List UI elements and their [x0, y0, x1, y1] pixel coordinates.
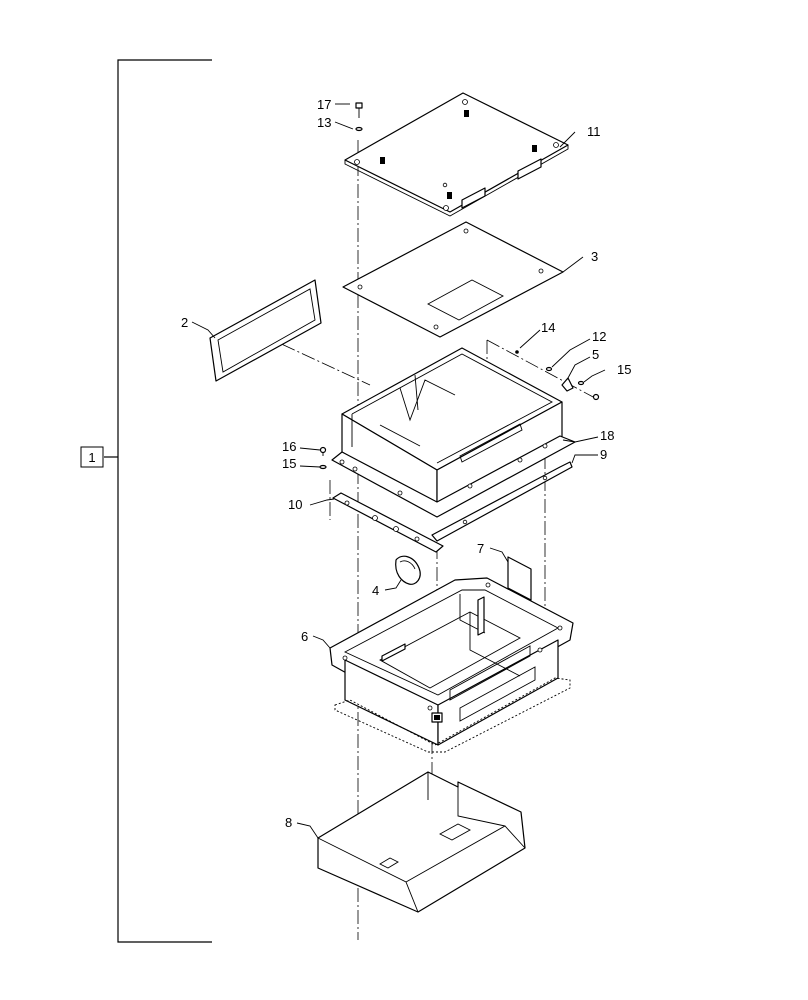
callout-box-1	[80, 446, 104, 468]
callout-10: 10	[288, 497, 302, 512]
callout-2: 2	[181, 315, 188, 330]
assembly-bracket	[80, 59, 212, 943]
callout-5: 5	[592, 347, 599, 362]
callout-7: 7	[477, 541, 484, 556]
callout-8: 8	[285, 815, 292, 830]
callout-4: 4	[372, 583, 379, 598]
callout-17: 17	[317, 97, 331, 112]
part-4-cap	[395, 555, 421, 585]
part-9-flange-strip	[431, 461, 573, 542]
callout-16: 16	[282, 439, 296, 454]
part-2-seal-frame	[209, 279, 322, 382]
optional-gasket-outline	[334, 677, 571, 753]
callout-13: 13	[317, 115, 331, 130]
part-15-washer-right	[577, 380, 600, 401]
part-15-washer-left	[319, 464, 327, 470]
callout-labels: 1 2 3 4 5 6 7 8 9 10 11 12 13 14 15 15 1…	[88, 97, 631, 830]
part-6-base-tray	[329, 577, 574, 746]
callout-14: 14	[541, 320, 555, 335]
callout-15-left: 15	[282, 456, 296, 471]
callout-11: 11	[587, 124, 601, 139]
part-14-pin	[515, 350, 519, 354]
part-8-bottom-pan	[317, 771, 526, 913]
part-17-screw	[355, 102, 363, 118]
part-11-top-cover	[344, 92, 569, 217]
callout-12: 12	[592, 329, 606, 344]
part-12-washer	[545, 366, 553, 372]
part-18-housing	[331, 347, 576, 518]
callout-3: 3	[591, 249, 598, 264]
part-7-pad	[507, 556, 532, 601]
callout-6: 6	[301, 629, 308, 644]
part-5-clip	[561, 377, 574, 392]
part-10-bracket-strip	[332, 492, 444, 553]
part-3-plate	[342, 221, 564, 338]
part-13-washer	[355, 126, 363, 132]
part-16-screw	[319, 446, 327, 456]
callout-9: 9	[600, 447, 607, 462]
callout-18: 18	[600, 428, 614, 443]
callout-leaders	[191, 103, 606, 839]
callout-15-right: 15	[617, 362, 631, 377]
callout-1: 1	[88, 450, 95, 465]
